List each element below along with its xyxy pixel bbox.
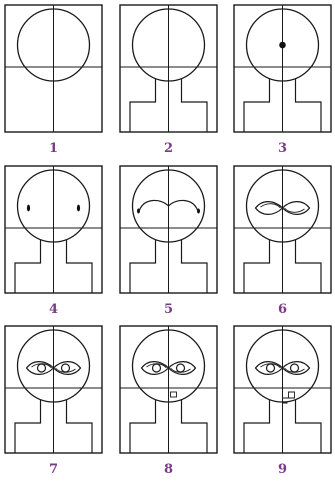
- left-eye-corner: [137, 209, 140, 214]
- step-panel-2: 2: [120, 5, 217, 156]
- step-panel-8: 8: [120, 326, 217, 477]
- step-number-label: 5: [164, 302, 173, 317]
- step-panel-1: 1: [5, 5, 102, 156]
- step-panel-5: 5: [120, 166, 217, 317]
- right-eye-corner: [197, 209, 200, 214]
- step-panel-4: 4: [5, 166, 102, 317]
- step-panel-7: 7: [5, 326, 102, 477]
- step-number-label: 4: [49, 302, 58, 317]
- step-panel-9: 9: [234, 326, 331, 477]
- step-number-label: 9: [278, 462, 287, 477]
- step-number-label: 1: [49, 141, 58, 156]
- center-dot: [279, 42, 286, 49]
- step-number-label: 6: [278, 302, 287, 317]
- step-panel-3: 3: [234, 5, 331, 156]
- step-number-label: 7: [49, 462, 58, 477]
- step-number-label: 2: [164, 141, 173, 156]
- right-eye-dot: [77, 205, 80, 212]
- left-eye-dot: [27, 205, 30, 212]
- step-number-label: 8: [164, 462, 173, 477]
- step-panel-6: 6: [234, 166, 331, 317]
- step-number-label: 3: [278, 141, 287, 156]
